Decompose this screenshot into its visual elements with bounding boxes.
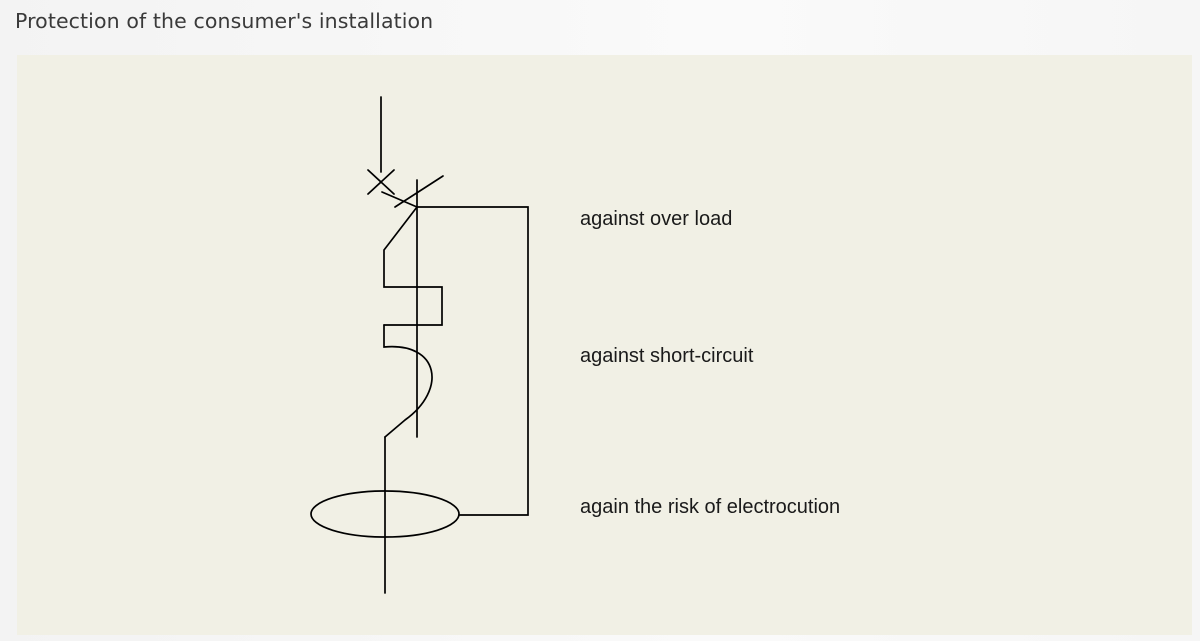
differential-toroid-symbol — [310, 436, 460, 594]
short-circuit-trip-symbol — [383, 324, 433, 438]
page-title: Protection of the consumer's installatio… — [15, 9, 434, 33]
label-overload: against over load — [580, 208, 733, 230]
isolator-switch-symbol — [367, 96, 418, 208]
breaker-contact-symbol — [383, 175, 444, 438]
label-electrocution: again the risk of electrocution — [580, 496, 841, 518]
trip-feedback-loop — [416, 206, 529, 516]
label-short-circuit: against short-circuit — [580, 345, 754, 367]
diagram-panel — [17, 55, 1192, 635]
